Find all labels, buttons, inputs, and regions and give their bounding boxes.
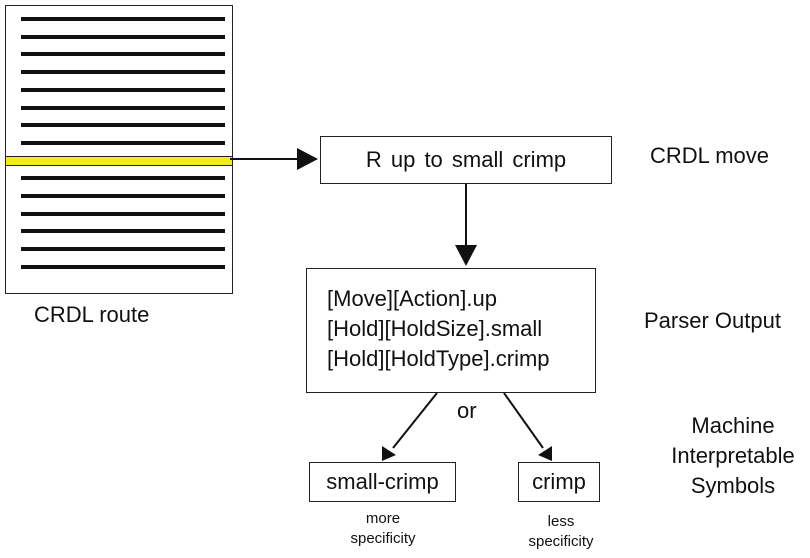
route-line: [21, 211, 225, 216]
route-line: [21, 70, 225, 75]
route-line: [21, 52, 225, 57]
parser-output-box: [Move][Action].up [Hold][HoldSize].small…: [306, 268, 596, 393]
route-line: [21, 194, 225, 198]
symbol-small-crimp-box: small-crimp: [309, 462, 456, 502]
parser-output-label: Parser Output: [644, 308, 781, 333]
machine-symbols-label: Machine Interpretable Symbols: [668, 411, 798, 501]
crdl-move-label: CRDL move: [650, 143, 769, 168]
arrow-parser-to-small-crimp: [392, 392, 438, 449]
route-line: [21, 264, 225, 269]
more-specificity-caption: more specificity: [333, 509, 433, 549]
arrow-parser-to-crimp: [503, 392, 544, 449]
arrowhead-move-to-parser: [455, 245, 477, 266]
parser-line-1: [Move][Action].up: [327, 286, 497, 311]
symbol-small-crimp-text: small-crimp: [326, 469, 439, 494]
caption-line: less: [547, 513, 575, 530]
route-line: [21, 247, 225, 252]
arrowhead-parser-to-crimp: [538, 446, 552, 461]
caption-line: specificity: [528, 533, 594, 550]
highlighted-route-line: [6, 155, 232, 166]
caption-line: specificity: [350, 530, 416, 547]
less-specificity-caption: less specificity: [520, 512, 602, 552]
crdl-move-text: R up to small crimp: [365, 147, 567, 172]
arrowhead-parser-to-small-crimp: [382, 446, 396, 461]
caption-line: more: [365, 510, 401, 527]
route-line: [21, 176, 225, 181]
route-line: [21, 87, 225, 92]
route-line: [21, 140, 225, 145]
or-connector: or: [457, 398, 477, 423]
label-line: Machine: [691, 413, 775, 438]
route-line: [21, 229, 225, 234]
label-line: Interpretable: [671, 443, 795, 468]
crdl-route-box: [5, 5, 233, 294]
label-line: Symbols: [690, 473, 776, 498]
route-line: [21, 105, 225, 110]
arrowhead-route-to-move: [297, 148, 318, 170]
parser-line-2: [Hold][HoldSize].small: [327, 316, 543, 341]
route-line: [21, 123, 225, 128]
route-line: [21, 17, 225, 21]
parser-line-3: [Hold][HoldType].crimp: [327, 346, 550, 371]
symbol-crimp-box: crimp: [518, 462, 600, 502]
route-line: [21, 34, 225, 39]
crdl-move-box: R up to small crimp: [320, 136, 612, 184]
crdl-route-label: CRDL route: [34, 302, 150, 327]
symbol-crimp-text: crimp: [532, 469, 586, 494]
